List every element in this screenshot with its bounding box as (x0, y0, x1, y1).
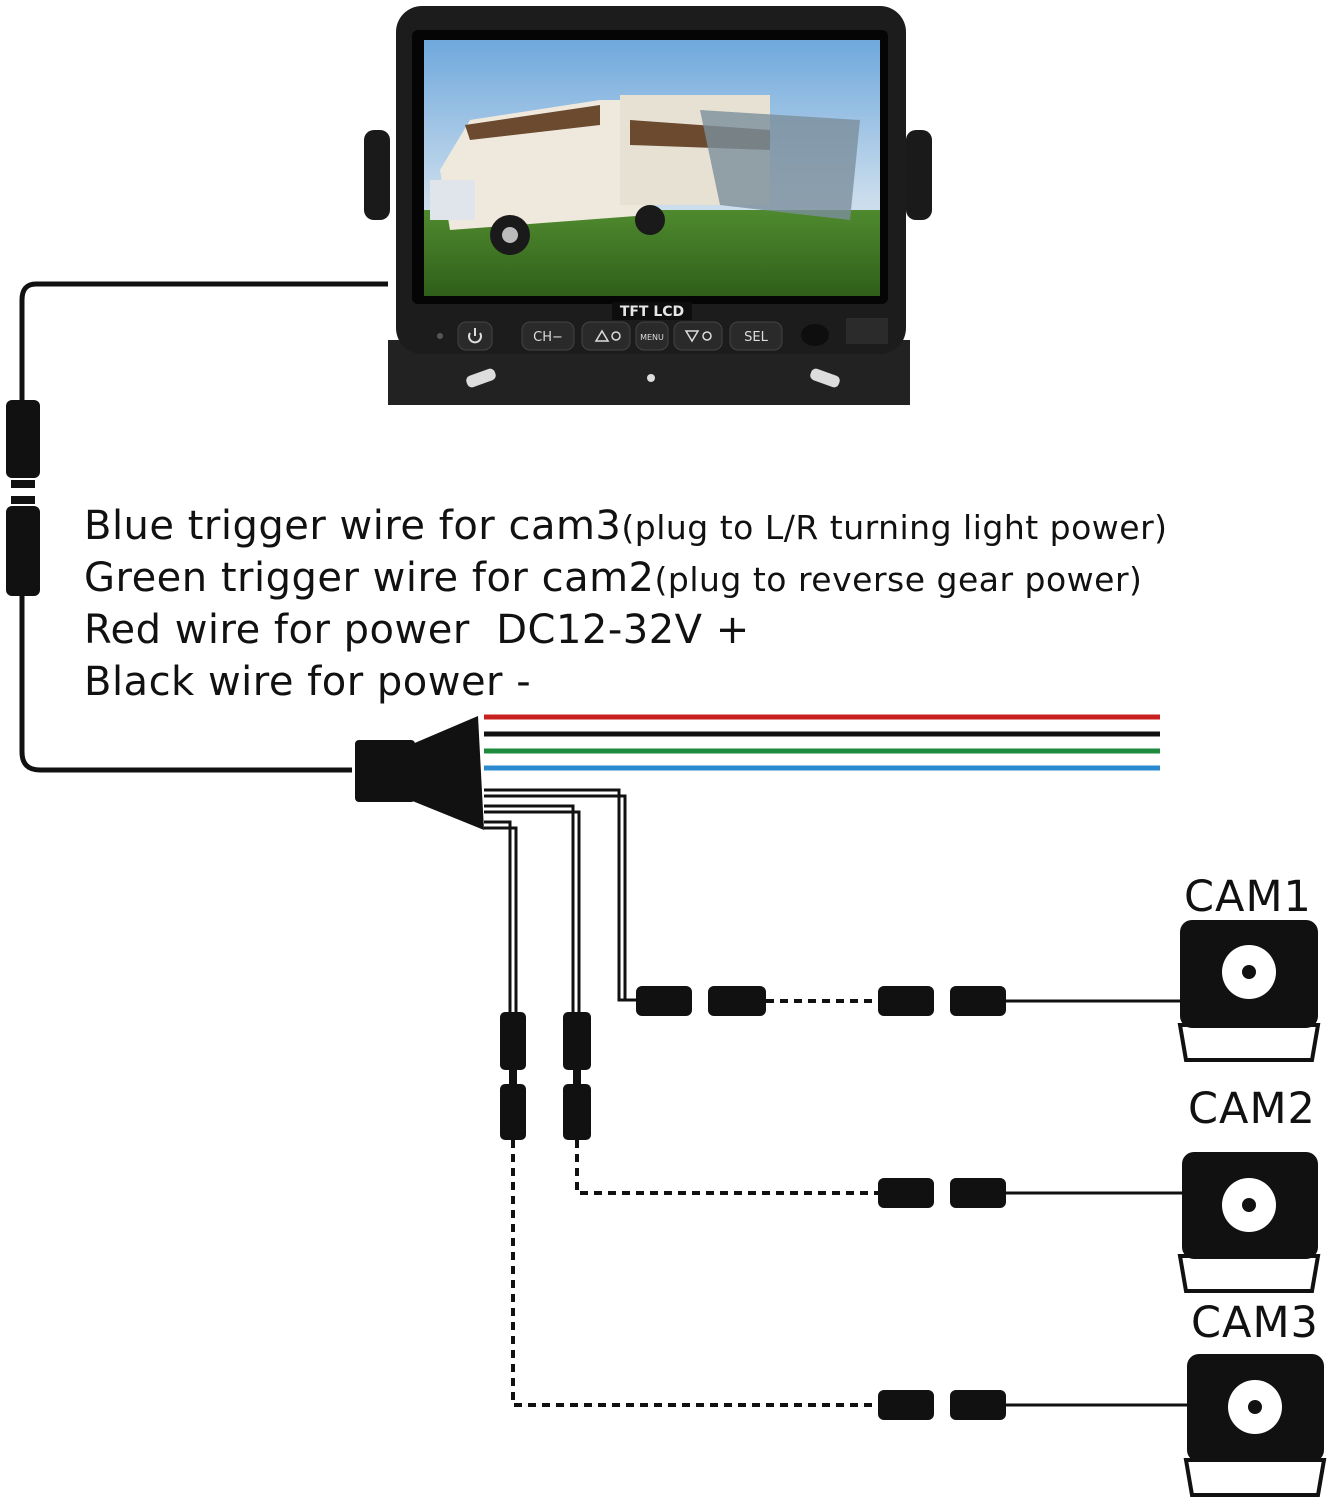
monitor: TFT LCD CH− MENU SEL (364, 6, 932, 405)
camera-branch-cables (484, 788, 638, 1012)
monitor-cable (6, 281, 388, 773)
camera-3 (1183, 1354, 1327, 1497)
menu-button-label: MENU (640, 333, 664, 342)
cable-connector-top (6, 400, 40, 478)
legend-blue-main: Blue trigger wire for cam3 (84, 503, 622, 549)
power-trigger-wires (484, 714, 1160, 771)
cable-connector-bottom (6, 506, 40, 596)
menu-button (635, 321, 669, 351)
power-icon (468, 328, 482, 344)
legend-blue-note: (plug to L/R turning light power) (621, 508, 1168, 547)
right-mount-knob (906, 130, 932, 220)
screen-image (424, 40, 880, 296)
cam3-label: CAM3 (1191, 1298, 1319, 1348)
ch-button (521, 321, 575, 351)
wire-legend: Blue trigger wire for cam3(plug to L/R t… (84, 500, 1168, 708)
splitter-hub (355, 716, 484, 830)
extension-cables (511, 999, 878, 1407)
up-brightness-icon (594, 329, 621, 342)
camera-1 (1177, 920, 1321, 1062)
tft-lcd-label: TFT LCD (620, 304, 684, 320)
cam3-connectors (878, 1390, 1188, 1420)
cam2-connectors (878, 1178, 1182, 1208)
legend-green-main: Green trigger wire for cam2 (84, 555, 655, 601)
down-brightness-icon (684, 330, 712, 343)
sel-button-label: SEL (744, 330, 768, 345)
legend-red-text: Red wire for power DC12-32V + (84, 607, 750, 653)
cam1-label: CAM1 (1184, 872, 1312, 922)
legend-green-wire: Green trigger wire for cam2(plug to reve… (84, 552, 1168, 604)
down-brightness-button (673, 321, 723, 351)
cam2-label: CAM2 (1188, 1084, 1316, 1134)
legend-black-wire: Black wire for power - (84, 656, 1168, 708)
ch-button-label: CH− (533, 330, 563, 345)
up-brightness-button (581, 321, 631, 351)
cam1-connectors (636, 986, 1180, 1016)
sel-button (729, 321, 783, 351)
speaker-grille (846, 318, 888, 344)
left-mount-knob (364, 130, 390, 220)
camera-2 (1177, 1152, 1321, 1293)
legend-green-note: (plug to reverse gear power) (654, 560, 1143, 599)
monitor-bracket (388, 340, 910, 405)
legend-red-wire: Red wire for power DC12-32V + (84, 604, 1168, 656)
vertical-connectors (500, 1012, 591, 1140)
legend-black-text: Black wire for power - (84, 659, 532, 705)
legend-blue-wire: Blue trigger wire for cam3(plug to L/R t… (84, 500, 1168, 552)
ir-sensor (801, 324, 829, 346)
